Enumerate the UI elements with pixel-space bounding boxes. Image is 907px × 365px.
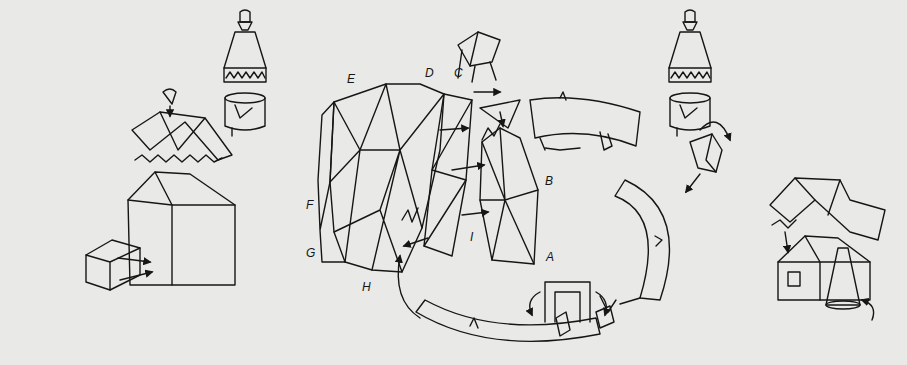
part-letter: B [545, 174, 553, 188]
part-letter: I [470, 230, 473, 244]
part-letter: D [425, 66, 434, 80]
faceted-figure [318, 84, 538, 272]
house-right [770, 178, 885, 320]
part-letter: E [347, 72, 355, 86]
part-letter: G [306, 246, 315, 260]
chair-piece [458, 32, 500, 82]
house-left [86, 89, 235, 290]
ring-bands [398, 92, 730, 341]
part-letter: A [546, 250, 554, 264]
lantern-right [669, 10, 711, 136]
part-letter: H [362, 280, 371, 294]
part-letter: C [454, 66, 463, 80]
lantern-left [224, 10, 266, 136]
part-letter: F [306, 198, 313, 212]
